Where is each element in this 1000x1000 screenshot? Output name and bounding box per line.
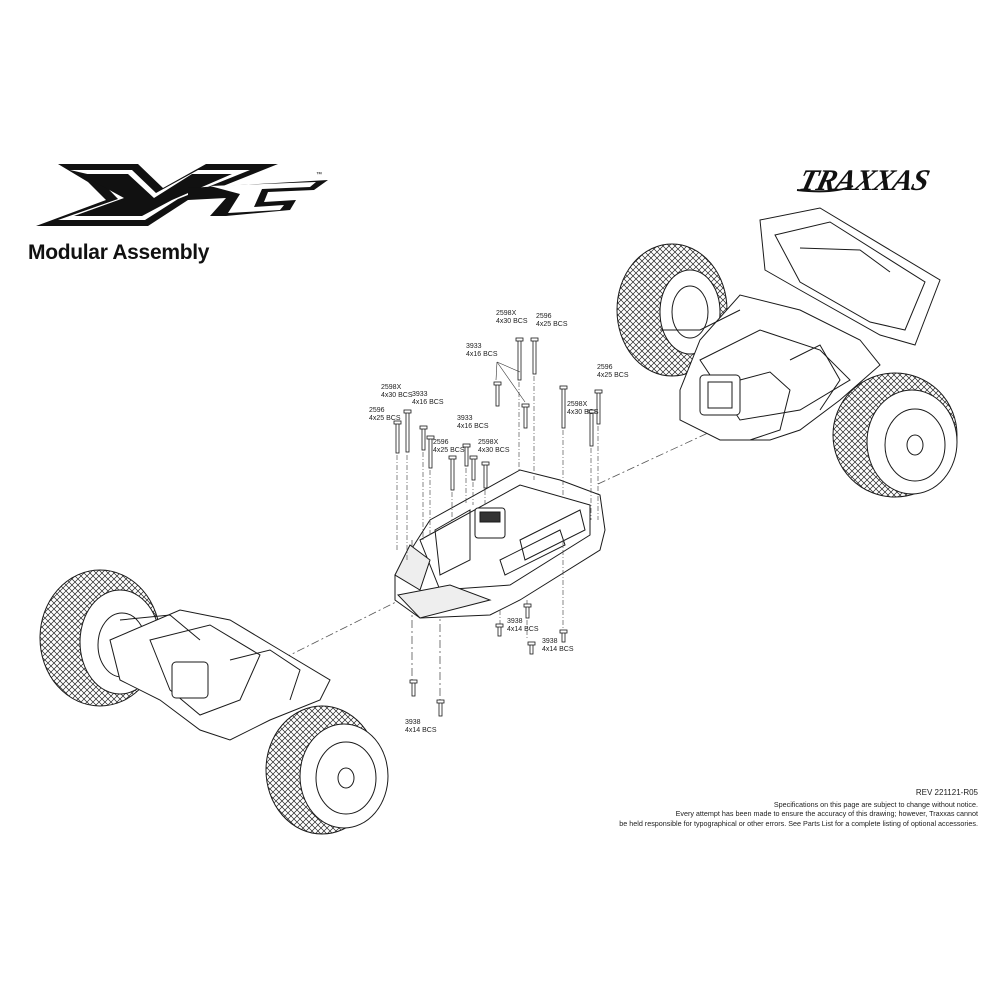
screw [436,699,445,717]
callout-part: 3938 [507,618,523,625]
callout-size: 4x14 BCS [507,626,539,633]
screw [495,623,504,637]
center-chassis [394,469,606,619]
callout-size: 4x25 BCS [536,321,568,328]
screw [559,629,568,643]
callout-size: 4x16 BCS [412,399,444,406]
callout-part: 3933 [466,343,482,350]
disclaimer-line: Every attempt has been made to ensure th… [675,809,978,819]
callout-part: 2598X [496,310,517,317]
callout-size: 4x30 BCS [381,392,413,399]
screw [481,461,490,489]
svg-text:™: ™ [316,171,322,178]
screw [462,443,471,467]
screw [409,679,418,697]
screw [403,409,412,453]
callout-size: 4x14 BCS [405,727,437,734]
callout-size: 4x30 BCS [496,318,528,325]
screw [515,337,524,381]
disclaimer-line: Specifications on this page are subject … [773,799,978,809]
callout-size: 4x25 BCS [369,415,401,422]
lower-screws [409,603,568,717]
screw [393,420,402,454]
callout-size: 4x25 BCS [597,372,629,379]
screw [521,403,530,429]
rear-module [616,207,958,498]
screw [469,455,478,481]
callout-part: 2598X [381,384,402,391]
upper-screws [393,337,603,491]
rear-wing [759,207,941,346]
callout-part: 2596 [536,313,552,320]
screw [530,337,539,375]
xrt-logo: ™ [36,164,328,226]
screw [559,385,568,429]
page-title: Modular Assembly [28,241,210,264]
callout-part: 2596 [433,439,449,446]
screw-drop-lines [396,376,599,640]
callout-size: 4x25 BCS [433,447,465,454]
footer-disclaimer: REV 221121-R05 Specifications on this pa… [619,788,978,828]
screw [419,425,428,451]
callout-size: 4x14 BCS [542,646,574,653]
callout-part: 2598X [478,439,499,446]
callout-part: 3938 [542,638,558,645]
rear-right-tire [832,372,958,498]
leader-lines [495,361,526,403]
callout-part: 2598X [567,401,588,408]
screw [587,409,596,447]
traxxas-logo: TRAXXAS [796,163,932,196]
screw [493,381,502,407]
callout-part: 3933 [412,391,428,398]
front-chassis [109,609,331,741]
screw [426,435,435,469]
callout-size: 4x16 BCS [466,351,498,358]
front-module [39,569,389,835]
callout-part: 3933 [457,415,473,422]
front-right-tire [265,705,389,835]
callout-part: 2596 [369,407,385,414]
callout-size: 4x30 BCS [567,409,599,416]
callout-part: 3938 [405,719,421,726]
callout-size: 4x30 BCS [478,447,510,454]
screw [448,455,457,491]
revision-number: REV 221121-R05 [915,788,978,797]
screw [594,389,603,425]
disclaimer-line: be held responsible for typographical or… [619,818,978,828]
screw [527,641,536,655]
callout-part: 2596 [597,364,613,371]
screw [523,603,532,619]
callout-size: 4x16 BCS [457,423,489,430]
